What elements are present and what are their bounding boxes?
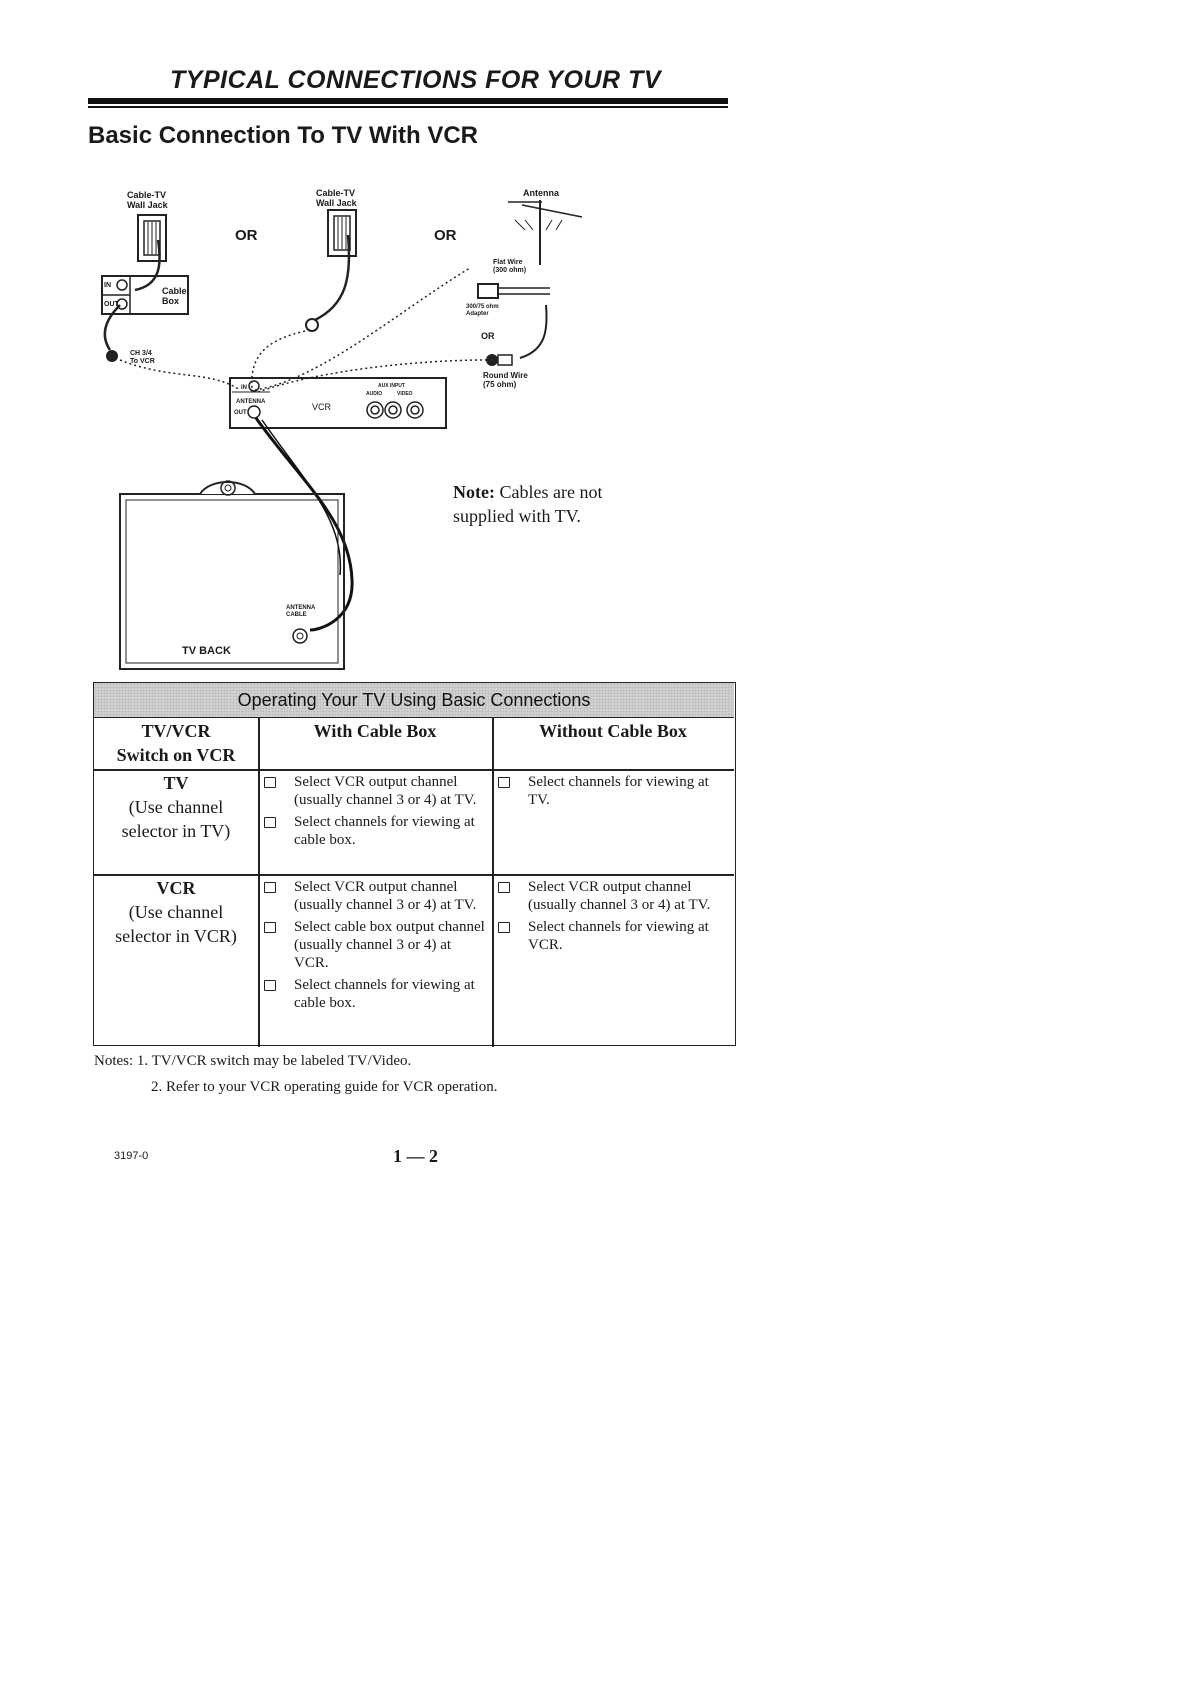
cable-box	[101, 275, 189, 362]
row-title-vcr: VCR	[156, 878, 196, 898]
row-sub1-tv: (Use channel	[128, 797, 224, 817]
checkbox-icon	[264, 980, 276, 991]
list-item: Select cable box output channel (usually…	[260, 918, 488, 972]
vcr-out-label: OUT	[234, 410, 247, 416]
col-header-without-cable: Without Cable Box	[539, 721, 687, 741]
audio-label: AUDIO	[366, 391, 383, 397]
tv-back-label: TV BACK	[182, 645, 231, 657]
tv-back	[119, 480, 345, 670]
title-rule-thin	[88, 106, 728, 108]
operating-table: Operating Your TV Using Basic Connection…	[93, 682, 736, 1047]
antenna-label: Antenna	[523, 188, 559, 198]
video-label: VIDEO	[397, 391, 413, 397]
table-title: Operating Your TV Using Basic Connection…	[237, 690, 591, 710]
antenna-cable-label: ANTENNA CABLE	[286, 605, 316, 618]
title-rule	[88, 98, 728, 104]
checkbox-icon	[498, 922, 510, 933]
checkbox-icon	[264, 777, 276, 788]
cell-vcr-with-cable: Select VCR output channel (usually chann…	[260, 878, 488, 1016]
item-text: Select channels for viewing at TV.	[528, 774, 709, 808]
item-text: Select VCR output channel (usually chann…	[294, 879, 477, 913]
row-sub2-tv: selector in TV)	[121, 821, 231, 841]
vcr-antenna-label: ANTENNA	[236, 399, 266, 405]
wall-jack-2-label: Cable-TV Wall Jack	[316, 188, 357, 208]
footnote-1: Notes: 1. TV/VCR switch may be labeled T…	[94, 1053, 412, 1069]
list-item: Select channels for viewing at cable box…	[260, 813, 488, 849]
flat-wire-label: Flat Wire (300 ohm)	[493, 259, 527, 274]
row-divider-2	[94, 874, 734, 876]
wall-jack-2	[305, 209, 357, 332]
checkbox-icon	[498, 882, 510, 893]
row-header-tv: TV (Use channel selector in TV)	[94, 771, 258, 843]
table-header: Operating Your TV Using Basic Connection…	[94, 683, 734, 718]
wall-jack-1	[134, 214, 167, 292]
list-item: Select channels for viewing at cable box…	[260, 976, 488, 1012]
ch34-label: CH 3/4 To VCR	[130, 350, 155, 365]
or-label-1: OR	[235, 227, 258, 244]
or-label-3: OR	[481, 331, 495, 341]
cell-tv-without-cable: Select channels for viewing at TV.	[494, 773, 730, 813]
list-item: Select VCR output channel (usually chann…	[260, 773, 488, 809]
vcr-label: VCR	[312, 402, 332, 412]
item-text: Select channels for viewing at VCR.	[528, 919, 709, 953]
note-text: Cables are not supplied with TV.	[453, 482, 603, 526]
or-label-2: OR	[434, 227, 457, 244]
footnote-2: 2. Refer to your VCR operating guide for…	[151, 1079, 498, 1095]
adapter-icon	[477, 283, 550, 366]
col-header-switch: TV/VCR Switch on VCR	[94, 719, 258, 767]
checkbox-icon	[264, 922, 276, 933]
cable-box-out-label: OUT	[104, 301, 119, 308]
list-item: Select channels for viewing at VCR.	[494, 918, 730, 954]
vcr-in-label: IN	[241, 385, 247, 391]
section-title: Basic Connection To TV With VCR	[88, 122, 479, 149]
cables-note: Note: Cables are not supplied with TV.	[453, 480, 653, 528]
cell-vcr-without-cable: Select VCR output channel (usually chann…	[494, 878, 730, 958]
antenna-icon	[508, 200, 583, 265]
cable-box-label: Cable Box	[162, 286, 187, 306]
checkbox-icon	[264, 817, 276, 828]
item-text: Select VCR output channel (usually chann…	[528, 879, 711, 913]
vcr-unit	[229, 377, 447, 429]
footnotes: Notes: 1. TV/VCR switch may be labeled T…	[94, 1048, 497, 1100]
col-divider-1	[258, 717, 260, 1047]
round-wire-label: Round Wire (75 ohm)	[483, 371, 528, 389]
aux-input-label: AUX INPUT	[378, 383, 405, 389]
checkbox-icon	[264, 882, 276, 893]
row-sub2-vcr: selector in VCR)	[115, 926, 237, 946]
list-item: Select VCR output channel (usually chann…	[260, 878, 488, 914]
row-title-tv: TV	[163, 773, 189, 793]
row-sub1-vcr: (Use channel	[128, 902, 224, 922]
cable-box-in-label: IN	[104, 282, 111, 289]
col-header-switch-line2: Switch on VCR	[116, 745, 236, 765]
cell-tv-with-cable: Select VCR output channel (usually chann…	[260, 773, 488, 853]
col-divider-2	[492, 717, 494, 1047]
connection-diagram	[101, 200, 583, 670]
wall-jack-1-label: Cable-TV Wall Jack	[127, 190, 168, 210]
page-title: TYPICAL CONNECTIONS FOR YOUR TV	[170, 66, 662, 94]
item-text: Select cable box output channel (usually…	[294, 919, 485, 971]
col-header-with-cable: With Cable Box	[313, 721, 437, 741]
checkbox-icon	[498, 777, 510, 788]
list-item: Select VCR output channel (usually chann…	[494, 878, 730, 914]
row-divider-1	[94, 769, 734, 771]
list-item: Select channels for viewing at TV.	[494, 773, 730, 809]
page-number: 1 — 2	[393, 1146, 438, 1166]
adapter-label: 300/75 ohm Adapter	[466, 304, 499, 317]
footer-code: 3197-0	[114, 1150, 149, 1162]
note-label: Note:	[453, 482, 495, 502]
row-header-vcr: VCR (Use channel selector in VCR)	[94, 876, 258, 948]
item-text: Select channels for viewing at cable box…	[294, 814, 475, 848]
item-text: Select VCR output channel (usually chann…	[294, 774, 477, 808]
item-text: Select channels for viewing at cable box…	[294, 977, 475, 1011]
col-header-switch-line1: TV/VCR	[141, 721, 211, 741]
